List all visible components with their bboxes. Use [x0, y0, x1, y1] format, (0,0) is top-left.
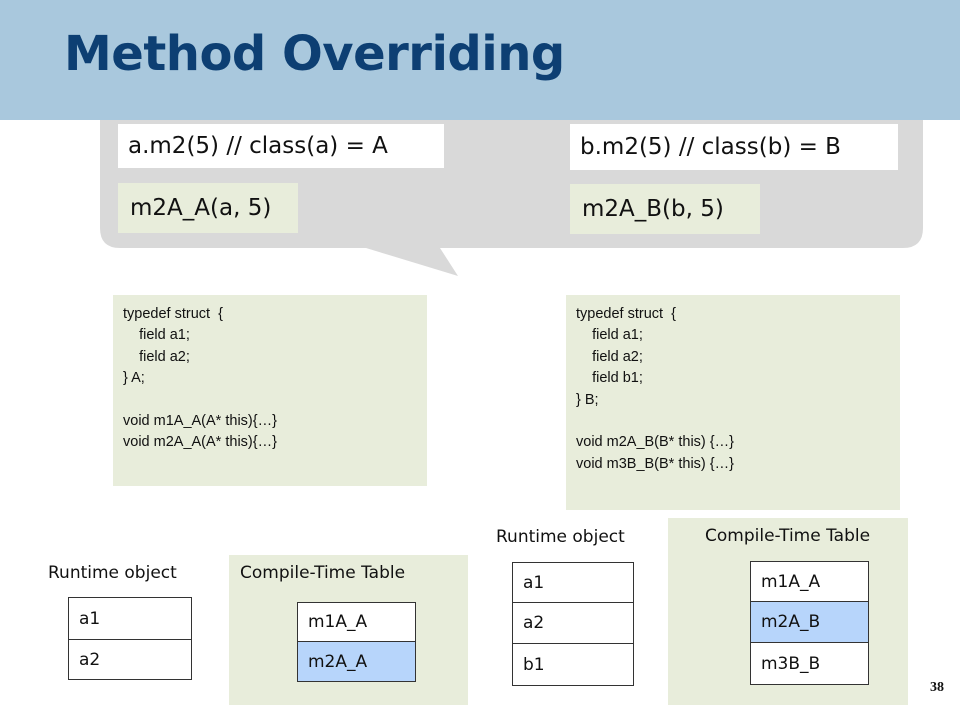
runtime-field: a2 [68, 640, 192, 680]
table-entry-overridden: m2A_A [297, 642, 416, 682]
right-table-label: Compile-Time Table [705, 526, 871, 546]
code-line: void m3B_B(B* this) {…} [576, 455, 734, 472]
code-line: field a1; [123, 327, 190, 344]
right-runtime-label: Runtime object [496, 527, 625, 547]
code-line: field b1; [576, 370, 643, 387]
code-line: void m2A_B(B* this) {…} [576, 434, 734, 451]
runtime-field: a1 [512, 562, 634, 603]
code-line: void m1A_A(A* this){…} [123, 412, 277, 429]
table-entry: m1A_A [750, 561, 869, 602]
left-compile-time-table: m1A_A m2A_A [297, 602, 416, 682]
left-runtime-label: Runtime object [48, 563, 177, 583]
right-call-expression: b.m2(5) // class(b) = B [570, 124, 898, 170]
left-call-expression: a.m2(5) // class(a) = A [118, 124, 444, 168]
code-block-class-a: typedef struct { field a1; field a2; } A… [113, 295, 427, 486]
runtime-field: b1 [512, 644, 634, 686]
right-runtime-object: a1 a2 b1 [512, 562, 634, 686]
header-band [0, 0, 960, 120]
code-line: } A; [123, 370, 145, 387]
code-line: field a2; [576, 348, 643, 365]
page-number: 38 [930, 680, 944, 695]
code-line: } B; [576, 391, 599, 408]
code-line: field a1; [576, 327, 643, 344]
table-entry-overridden: m2A_B [750, 602, 869, 643]
runtime-field: a1 [68, 597, 192, 640]
right-translated-call: m2A_B(b, 5) [570, 184, 760, 234]
left-runtime-object: a1 a2 [68, 597, 192, 680]
code-line: typedef struct { [576, 306, 676, 322]
code-line [576, 411, 900, 432]
table-entry: m3B_B [750, 643, 869, 685]
code-line: void m2A_A(A* this){…} [123, 434, 277, 451]
slide-title: Method Overriding [64, 26, 565, 82]
runtime-field: a2 [512, 603, 634, 644]
code-line: field a2; [123, 348, 190, 365]
code-line: typedef struct { [123, 306, 223, 322]
code-line [123, 390, 427, 411]
right-compile-time-table: m1A_A m2A_B m3B_B [750, 561, 869, 685]
left-translated-call: m2A_A(a, 5) [118, 183, 298, 233]
left-table-label: Compile-Time Table [240, 563, 406, 583]
code-block-class-b: typedef struct { field a1; field a2; fie… [566, 295, 900, 510]
table-entry: m1A_A [297, 602, 416, 642]
